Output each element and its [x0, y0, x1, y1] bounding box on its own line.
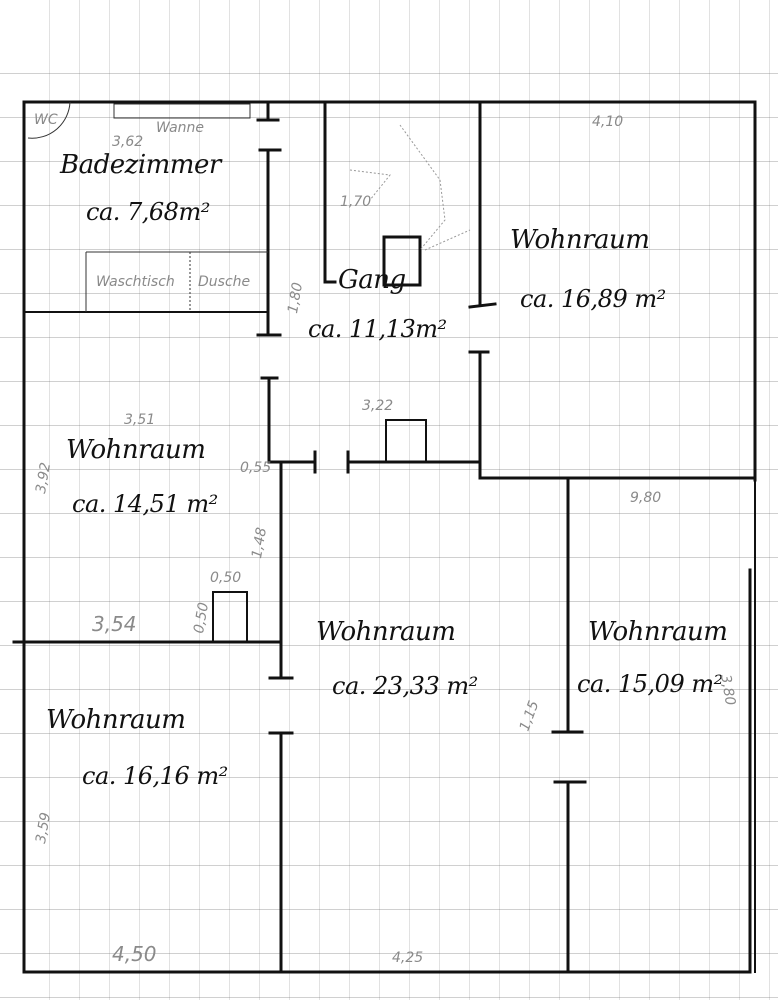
annotation-wall-small: 0,55 [240, 460, 272, 476]
annotation-waschtisch: Waschtisch [96, 274, 175, 290]
room-area-wohnraum-c: ca. 23,33 m² [332, 672, 478, 700]
annotation-wanne: Wanne [156, 120, 205, 136]
room-name-wohnraum-c: Wohnraum [316, 617, 456, 647]
annotation-column-dim: 0,50 [210, 570, 242, 586]
room-name-gang: Gang [338, 265, 406, 295]
annotation-mid-right-dim: 9,80 [630, 490, 662, 506]
room-area-badezimmer: ca. 7,68m² [86, 198, 210, 226]
room-name-wohnraum-sw: Wohnraum [46, 705, 186, 735]
room-area-wohnraum-ne: ca. 16,89 m² [520, 285, 666, 313]
room-area-wohnraum-w: ca. 14,51 m² [72, 490, 218, 518]
room-area-gang: ca. 11,13m² [308, 315, 447, 343]
annotation-chimney-dim: 3,22 [362, 398, 394, 414]
room-name-badezimmer: Badezimmer [60, 150, 221, 180]
room-area-wohnraum-e: ca. 15,09 m² [577, 670, 723, 698]
room-name-wohnraum-e: Wohnraum [588, 617, 728, 647]
annotation-top-right-dim: 4,10 [592, 114, 624, 130]
annotation-wc: WC [34, 112, 58, 128]
annotation-sw-bottom: 4,50 [112, 942, 157, 966]
annotation-bad-dim: 3,62 [112, 134, 144, 150]
room-name-wohnraum-w: Wohnraum [66, 435, 206, 465]
annotation-dusche: Dusche [198, 274, 251, 290]
room-name-wohnraum-ne: Wohnraum [510, 225, 650, 255]
annotation-w-room-top: 3,51 [124, 412, 156, 428]
annotation-c-bottom: 4,25 [392, 950, 424, 966]
annotation-w-room-bottom: 3,54 [92, 612, 137, 636]
room-area-wohnraum-sw: ca. 16,16 m² [82, 762, 228, 790]
annotation-stairs-dim: 1,70 [340, 194, 372, 210]
